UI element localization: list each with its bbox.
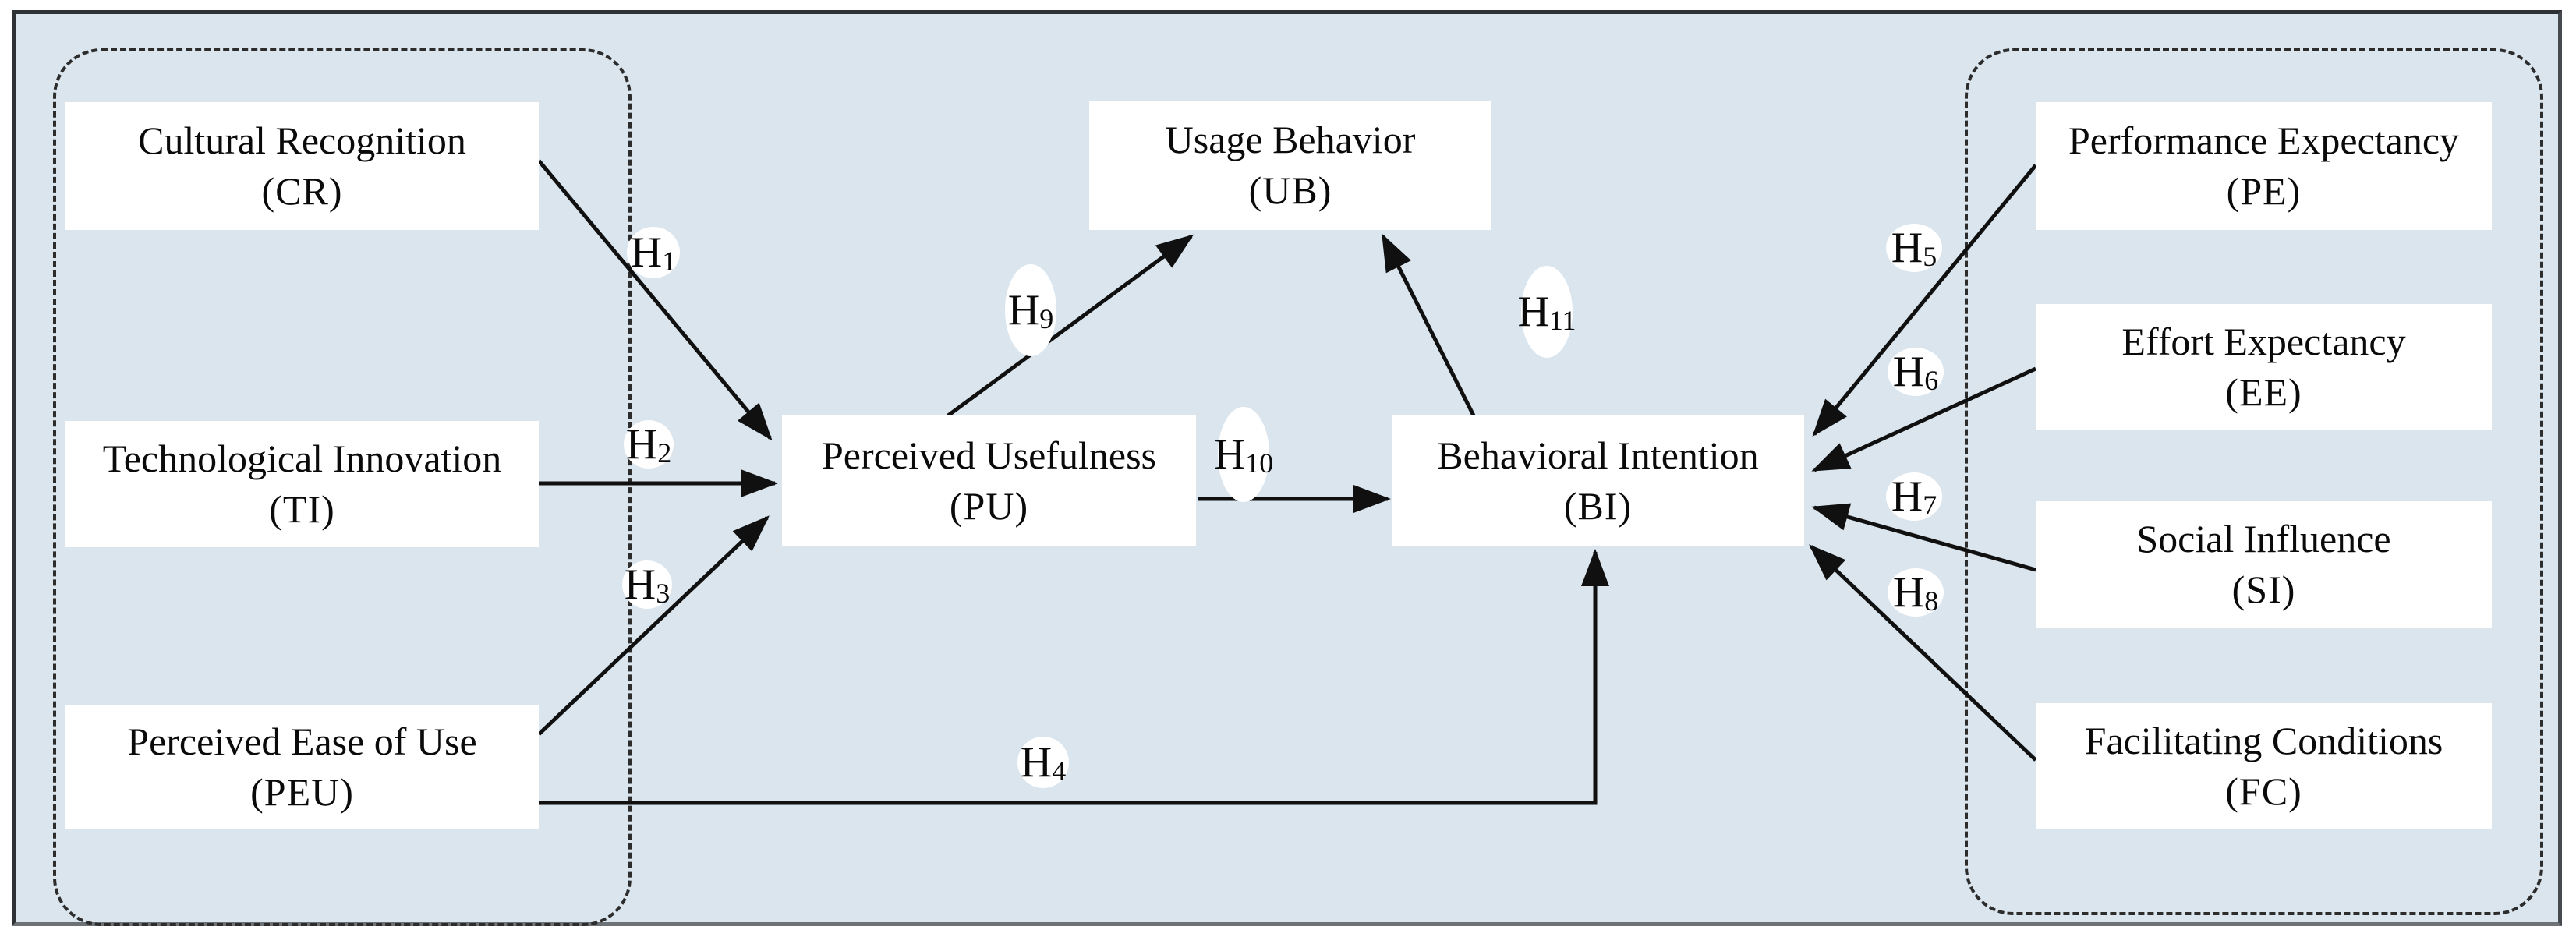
- construct-abbr: (EE): [2225, 370, 2302, 414]
- construct-effort-expectancy: Effort Expectancy (EE): [2036, 304, 2492, 430]
- construct-abbr: (SI): [2231, 568, 2296, 611]
- hypothesis-letter: H: [1007, 286, 1040, 334]
- construct-behavioral-intention: Behavioral Intention (BI): [1392, 415, 1804, 546]
- construct-abbr: (PEU): [250, 770, 354, 814]
- construct-name: Technological Innovation: [102, 437, 502, 480]
- construct-name: Cultural Recognition: [138, 118, 466, 162]
- arrow-h4: [539, 549, 1609, 805]
- construct-abbr: (CR): [261, 169, 343, 213]
- construct-usage-behavior: Usage Behavior (UB): [1089, 101, 1491, 230]
- hypothesis-number: 8: [1924, 585, 1939, 617]
- construct-cultural-recognition: Cultural Recognition (CR): [65, 102, 539, 230]
- hypothesis-letter: H: [625, 420, 658, 468]
- hypothesis-number: 3: [656, 578, 671, 609]
- arrow-h6: [1811, 366, 2037, 472]
- construct-abbr: (PE): [2226, 169, 2302, 213]
- hypothesis-number: 4: [1052, 755, 1067, 787]
- hypothesis-number: 10: [1245, 447, 1274, 479]
- construct-performance-expectancy: Performance Expectancy (PE): [2036, 102, 2492, 230]
- arrow-h1: [537, 159, 773, 441]
- hypothesis-letter: H: [1517, 288, 1549, 336]
- arrow-h7: [1811, 503, 2036, 572]
- hypothesis-letter: H: [1892, 568, 1925, 617]
- construct-name: Usage Behavior: [1165, 118, 1416, 161]
- arrow-h3: [537, 515, 770, 736]
- arrow-h5: [1812, 164, 2037, 437]
- construct-abbr: (FC): [2225, 769, 2302, 813]
- hypothesis-number: 1: [662, 246, 677, 277]
- construct-abbr: (TI): [269, 487, 335, 531]
- hypothesis-number: 5: [1923, 241, 1937, 272]
- construct-name: Perceived Ease of Use: [127, 720, 477, 763]
- construct-name: Social Influence: [2136, 517, 2391, 560]
- hypothesis-number: 7: [1923, 490, 1937, 521]
- construct-name: Facilitating Conditions: [2084, 719, 2443, 762]
- hypothesis-letter: H: [1213, 430, 1246, 479]
- construct-abbr: (UB): [1248, 168, 1332, 212]
- construct-perceived-usefulness: Perceived Usefulness (PU): [782, 415, 1196, 546]
- hypothesis-letter: H: [624, 560, 656, 609]
- hypothesis-letter: H: [1892, 348, 1925, 396]
- hypothesis-letter: H: [1891, 472, 1923, 521]
- external-factors-group-left: [53, 48, 632, 926]
- hypothesis-number: 6: [1924, 365, 1939, 396]
- construct-abbr: (PU): [949, 484, 1029, 528]
- construct-facilitating-conditions: Facilitating Conditions (FC): [2036, 703, 2492, 829]
- construct-social-influence: Social Influence (SI): [2036, 501, 2492, 628]
- construct-abbr: (BI): [1563, 484, 1633, 528]
- hypothesis-letter: H: [1020, 738, 1053, 787]
- construct-name: Perceived Usefulness: [821, 433, 1157, 477]
- hypothesis-letter: H: [1891, 224, 1923, 272]
- arrow-h8: [1809, 544, 2037, 762]
- construct-technological-innovation: Technological Innovation (TI): [65, 421, 539, 547]
- construct-name: Effort Expectancy: [2121, 320, 2406, 363]
- hypothesis-letter: H: [630, 228, 663, 277]
- hypothesis-number: 2: [657, 437, 672, 468]
- hypothesis-number: 9: [1039, 303, 1054, 334]
- construct-name: Performance Expectancy: [2068, 118, 2460, 162]
- hypothesis-number: 11: [1548, 305, 1576, 336]
- arrow-h9: [947, 234, 1194, 418]
- arrow-h11: [1381, 233, 1476, 417]
- utaut-factors-group-right: [1965, 48, 2543, 915]
- construct-perceived-ease-of-use: Perceived Ease of Use (PEU): [65, 705, 539, 829]
- construct-name: Behavioral Intention: [1437, 433, 1759, 477]
